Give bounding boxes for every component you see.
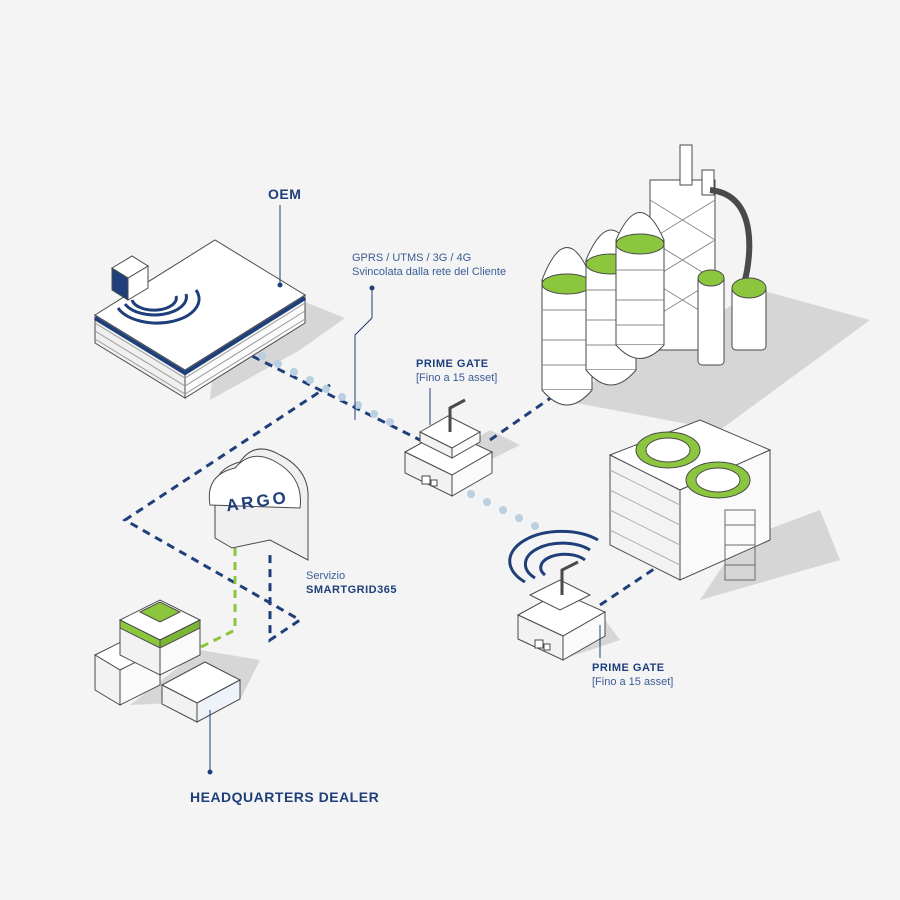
gate1-subtitle: [Fino a 15 asset] — [416, 372, 498, 384]
industrial-plant — [541, 144, 767, 406]
prime-gate-2 — [516, 560, 607, 661]
headquarters-building — [93, 599, 242, 723]
gate1-title: PRIME GATE — [416, 358, 489, 370]
network-label-line2: Svincolata dalla rete del Cliente — [352, 266, 507, 278]
network-leader-dot — [369, 285, 375, 291]
oem-to-gate-line — [239, 348, 421, 442]
hq-leader-dot — [207, 769, 213, 775]
connection-lines — [122, 348, 661, 643]
service-label-line1: Servizio — [306, 570, 346, 582]
network-leader — [354, 288, 373, 420]
cooling-unit — [608, 419, 772, 581]
network-label-line1: GPRS / UTMS / 3G / 4G — [352, 252, 472, 264]
gate2-to-cooler-line — [599, 563, 661, 607]
gate2-subtitle: [Fino a 15 asset] — [592, 676, 674, 688]
prime-gate-1 — [403, 398, 494, 497]
oem-to-hq-line — [122, 383, 331, 643]
hq-label: HEADQUARTERS DEALER — [190, 789, 380, 805]
service-label-line2: SMARTGRID365 — [306, 584, 397, 596]
argo-cloud — [208, 448, 309, 561]
oem-building — [93, 239, 307, 399]
wireless-signal-icon — [508, 529, 599, 584]
oem-label: OEM — [268, 186, 302, 202]
gate1-to-plant-line — [489, 393, 556, 442]
oem-leader-dot — [277, 282, 283, 288]
gate2-title: PRIME GATE — [592, 662, 665, 674]
